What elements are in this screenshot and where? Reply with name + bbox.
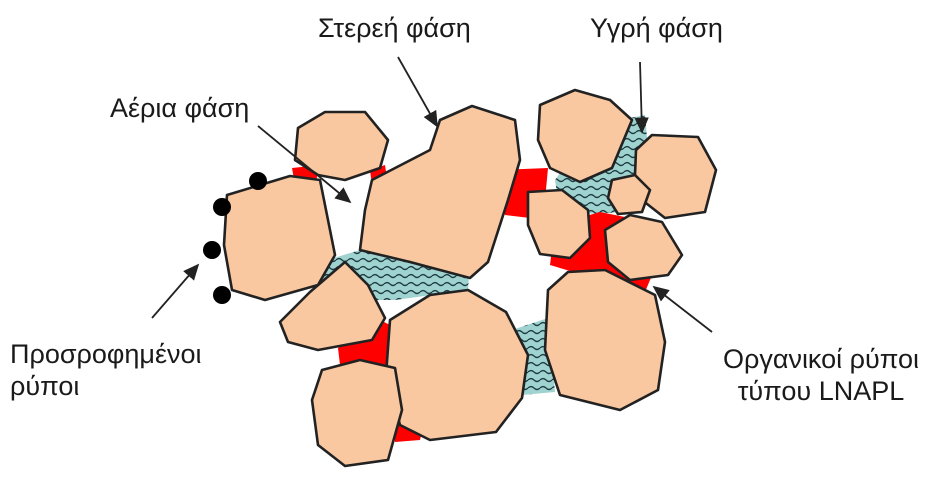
arrow-solid-phase <box>398 57 437 126</box>
grain <box>360 106 520 278</box>
adsorbed-dot <box>249 172 267 190</box>
label-lnapl-line1: Οργανικοί ρύποι <box>706 343 936 375</box>
adsorbed-dot <box>213 286 231 304</box>
grain <box>545 270 665 410</box>
grain <box>386 290 528 440</box>
grain <box>605 215 682 280</box>
grain <box>635 135 716 218</box>
grain <box>295 112 388 180</box>
label-lnapl-line2: τύπου LNAPL <box>706 375 936 407</box>
arrow-adsorbed <box>152 265 198 318</box>
label-solid-phase: Στερεή φάση <box>318 12 471 44</box>
label-lnapl-pollutants: Οργανικοί ρύποι τύπου LNAPL <box>706 343 936 407</box>
adsorbed-dot <box>203 241 221 259</box>
grain <box>224 176 335 300</box>
label-adsorbed-line2: ρύποι <box>10 370 202 402</box>
label-adsorbed-line1: Προσροφημένοι <box>10 338 202 370</box>
grain <box>312 360 402 466</box>
label-adsorbed-pollutants: Προσροφημένοι ρύποι <box>10 338 202 402</box>
adsorbed-dot <box>213 198 231 216</box>
label-gas-phase: Αέρια φάση <box>110 92 249 124</box>
solid-grains <box>224 90 716 466</box>
label-liquid-phase: Υγρή φάση <box>590 12 723 44</box>
